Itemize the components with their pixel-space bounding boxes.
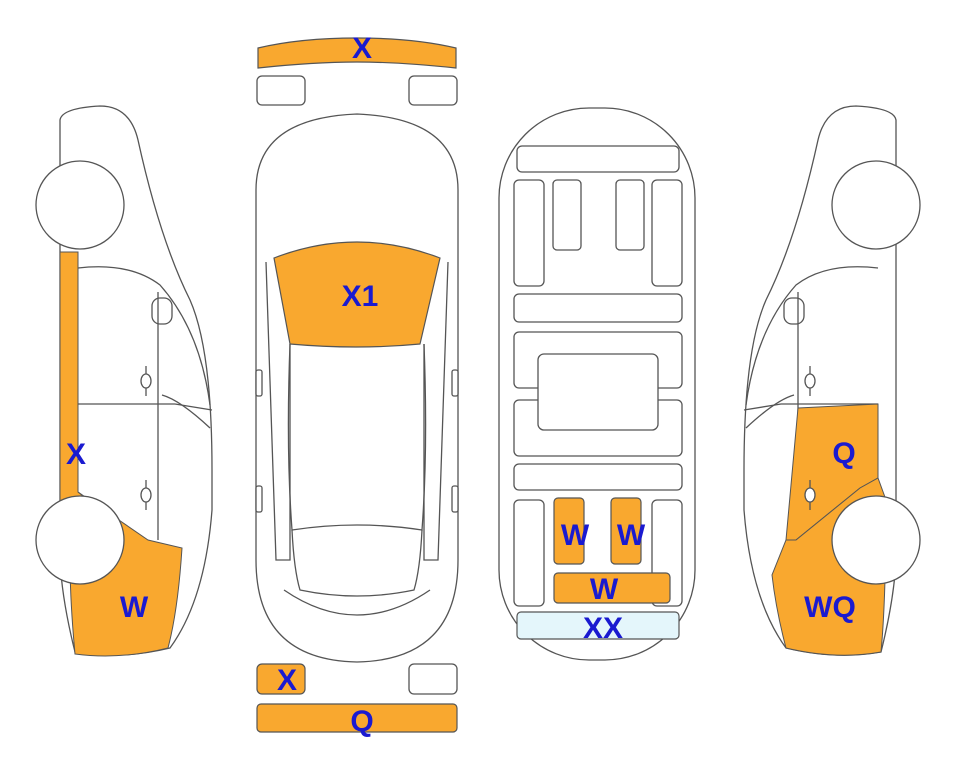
- left-door-handle-rear: [140, 480, 152, 510]
- left-beltline: [78, 403, 213, 411]
- underbody-front-beam: [513, 293, 683, 323]
- underbody-front-crossmember: [516, 145, 680, 173]
- right-window-frame: [745, 266, 879, 406]
- underbody-mark-arm-right: W: [617, 519, 646, 552]
- top-handle-left: [255, 485, 263, 513]
- underbody-rear-arm-left: [553, 497, 585, 565]
- top-pillar-left: [265, 261, 291, 561]
- left-wheel-front: [35, 160, 125, 250]
- underbody-rear-panel: [516, 611, 680, 640]
- top-rear-window: [291, 529, 423, 597]
- right-mirror: [783, 297, 805, 325]
- underbody-mark-crossmember: W: [590, 573, 619, 606]
- underbody-rail-front-left: [513, 179, 545, 287]
- top-front-bumper: [257, 37, 457, 69]
- right-wheel-rear: [831, 495, 921, 585]
- underbody-mark-rear-panel: XX: [583, 612, 623, 645]
- left-mirror: [151, 297, 173, 325]
- underbody-arm-right: [615, 179, 645, 251]
- right-wheel-front: [831, 160, 921, 250]
- left-wheel-rear: [35, 495, 125, 585]
- underbody-mark-arm-left: W: [561, 519, 590, 552]
- top-mirror-left: [255, 369, 263, 397]
- top-rear-bumper: [256, 703, 458, 733]
- underbody-view: W W W XX: [498, 107, 696, 661]
- top-windshield: [273, 241, 441, 348]
- right-beltline: [743, 403, 878, 411]
- underbody-arm-left: [552, 179, 582, 251]
- left-window-frame: [77, 266, 211, 406]
- right-pillar: [745, 394, 795, 429]
- top-mark-taillight: X: [277, 664, 297, 697]
- right-mark-wq: WQ: [804, 591, 856, 624]
- top-view: X X1 X Q: [255, 32, 459, 738]
- left-mark-x: X: [66, 438, 86, 471]
- left-side-view: X W: [35, 105, 213, 657]
- top-roof-outline: [287, 343, 427, 531]
- top-mirror-right: [451, 369, 459, 397]
- top-headlight-left: [256, 75, 306, 106]
- underbody-rail-front-right: [651, 179, 683, 287]
- top-headlight-right: [408, 75, 458, 106]
- left-mark-w: W: [120, 591, 149, 624]
- top-handle-right: [451, 485, 459, 513]
- top-mark-windshield: X1: [342, 280, 379, 313]
- right-door-handle-rear: [804, 480, 816, 510]
- top-mark-front-bumper: X: [352, 32, 372, 65]
- underbody-rear-arm-right: [610, 497, 642, 565]
- right-side-view: Q WQ: [743, 105, 921, 656]
- right-door-handle-front: [804, 366, 816, 396]
- left-door-handle-front: [140, 366, 152, 396]
- top-body-outline: [255, 113, 459, 663]
- top-taillight-left: [256, 663, 306, 695]
- top-mark-rear-bumper: Q: [350, 705, 373, 738]
- underbody-rail-rear-left: [513, 499, 545, 607]
- underbody-rear-beam: [513, 463, 683, 491]
- underbody-rear-crossmember: [553, 572, 671, 604]
- underbody-fuel-tank: [537, 353, 659, 431]
- top-pillar-right: [423, 261, 449, 561]
- top-trunk-line: [283, 589, 431, 616]
- left-pillar: [161, 394, 211, 429]
- top-taillight-right: [408, 663, 458, 695]
- right-mark-q: Q: [832, 437, 855, 470]
